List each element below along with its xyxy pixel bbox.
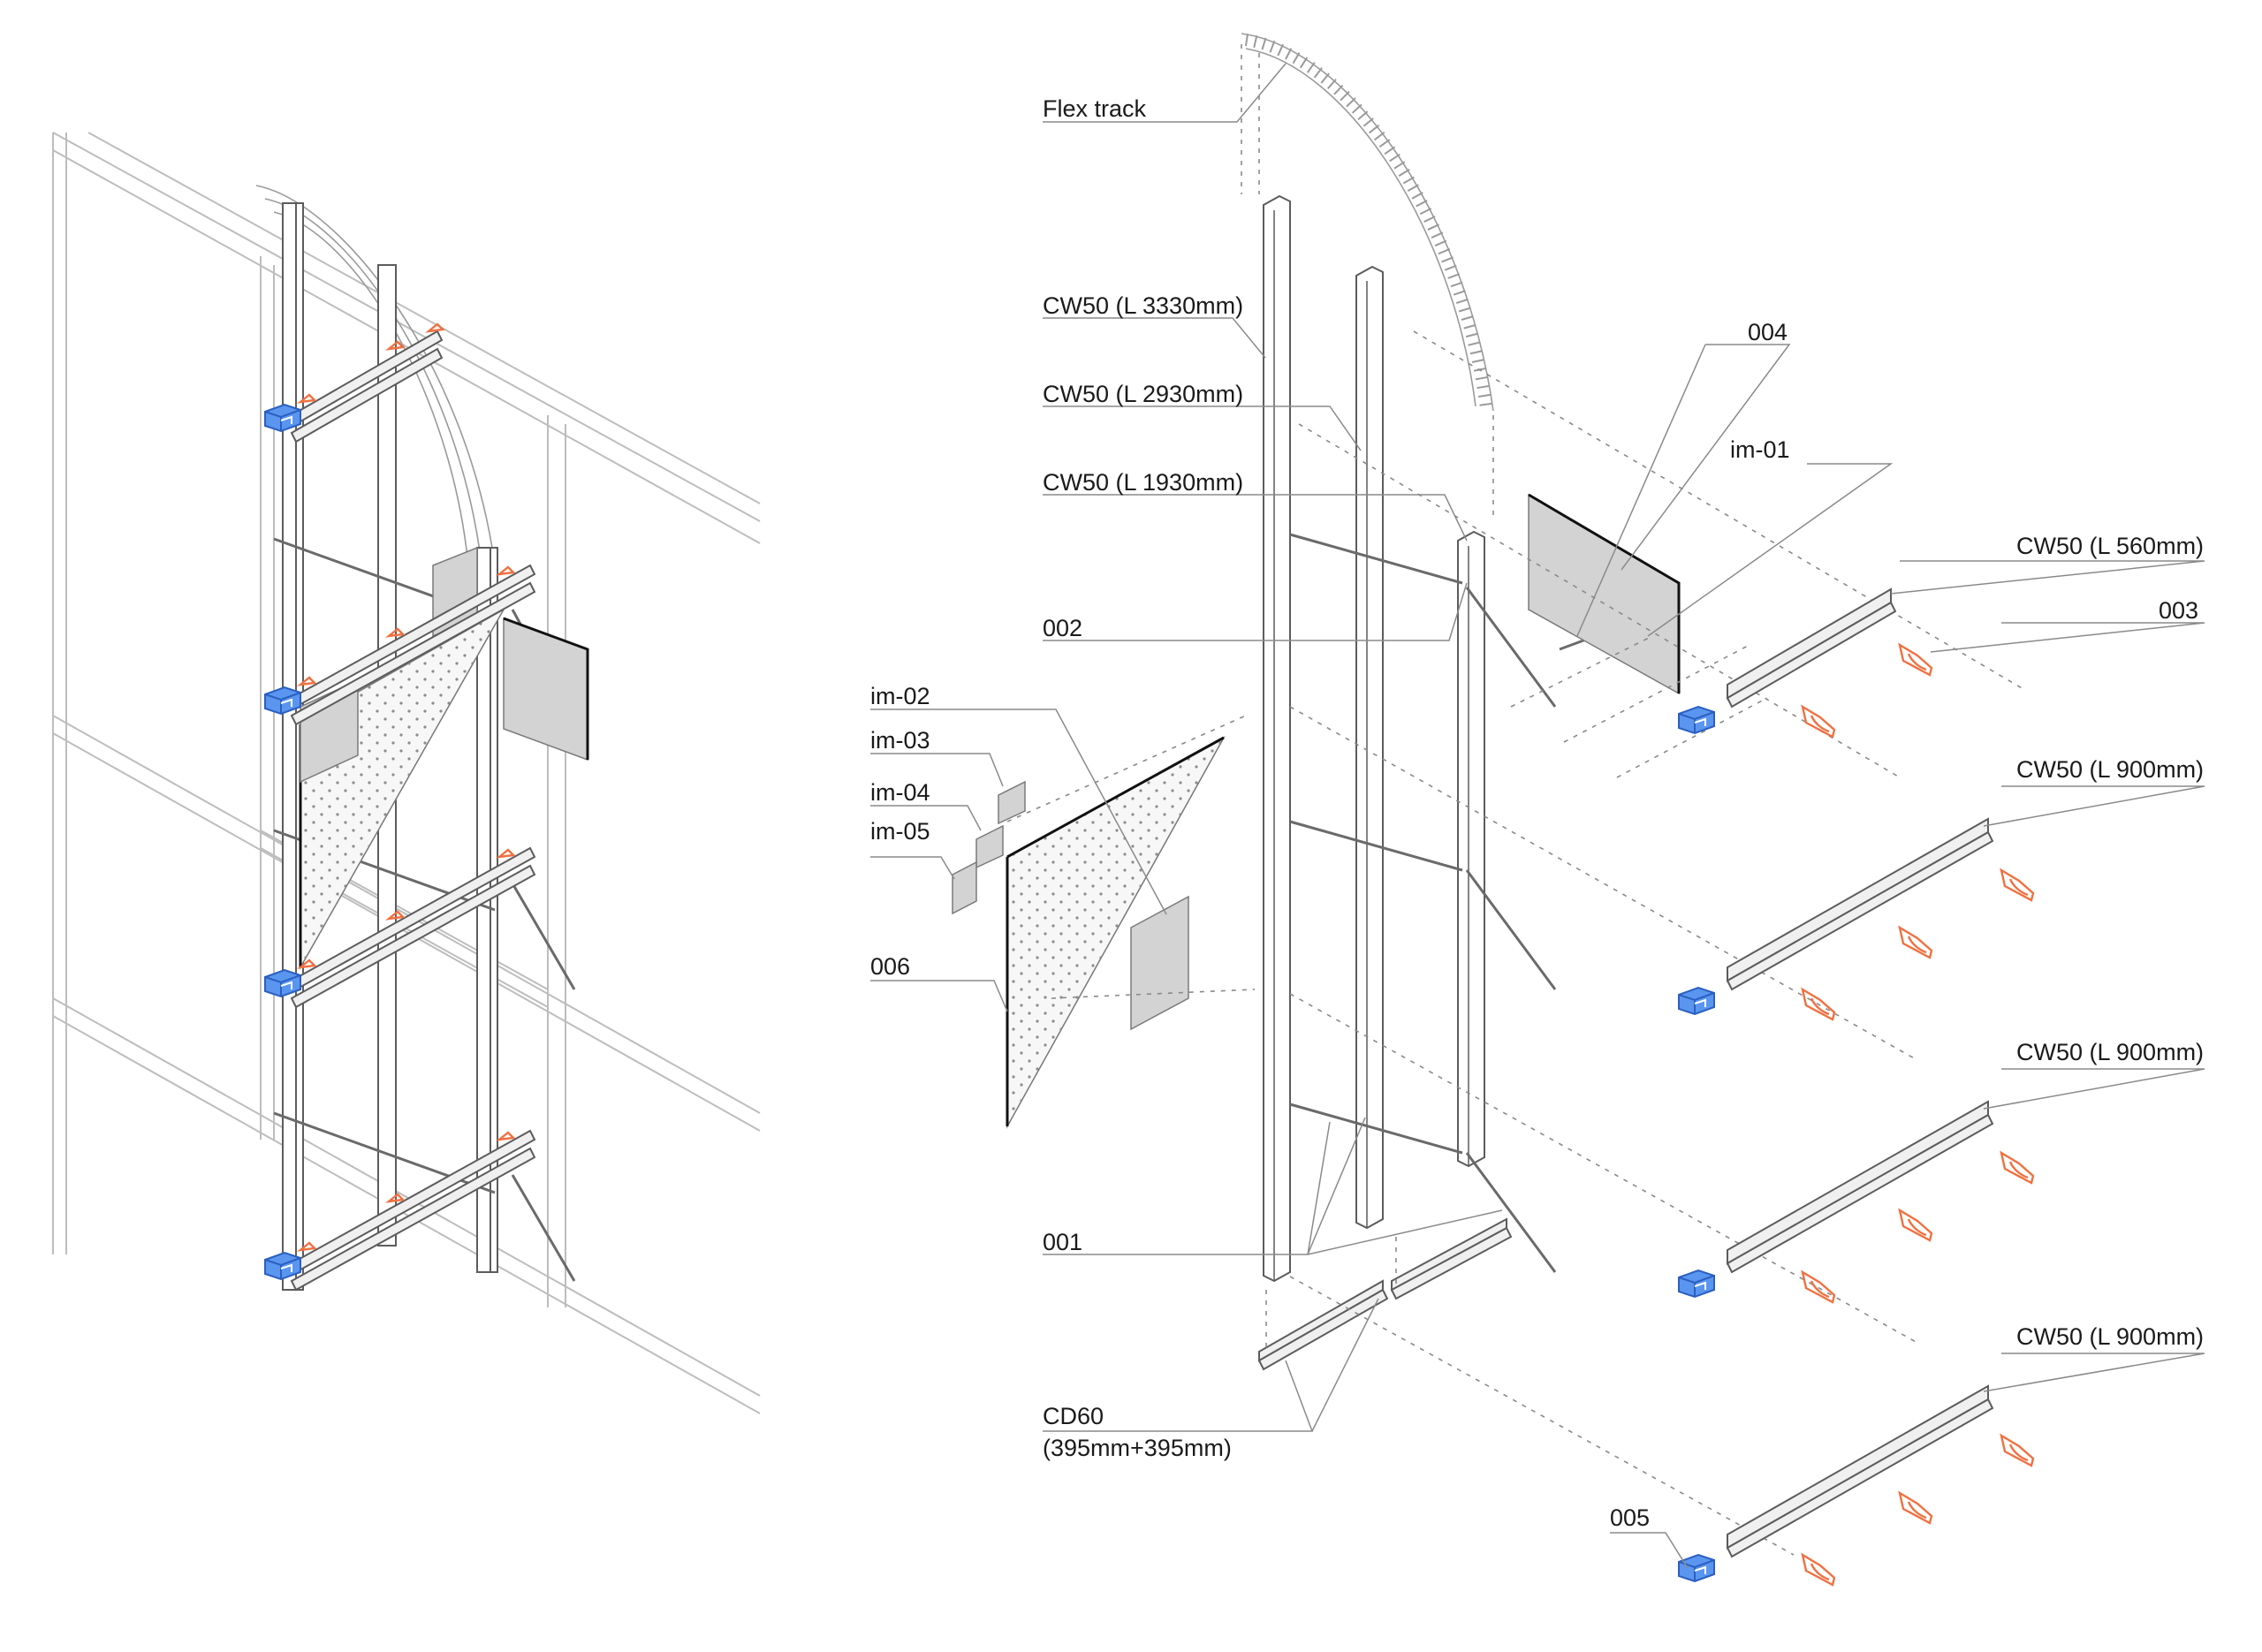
- label-006: 006: [870, 953, 910, 980]
- panel-006: [1006, 736, 1226, 1129]
- label-im-03: im-03: [870, 727, 930, 754]
- rods: [1289, 533, 1591, 1273]
- label-cd60: CD60: [1043, 1403, 1104, 1429]
- label-001: 001: [1043, 1229, 1082, 1255]
- left-orange-clips: [296, 322, 516, 1252]
- blue-connectors: [1678, 706, 1715, 1582]
- label-flex-track: Flex track: [1043, 95, 1147, 122]
- label-cw50-900-b: CW50 (L 900mm): [2016, 1039, 2204, 1065]
- exploded-view: Flex track CW50 (L 3330mm) CW50 (L 2930m…: [870, 33, 2205, 1587]
- label-cw50-2930: CW50 (L 2930mm): [1043, 381, 1243, 407]
- small-plates: [952, 780, 1026, 915]
- label-im-01: im-01: [1730, 436, 1790, 463]
- stud-3330: [1263, 194, 1291, 1283]
- rail-900-b: [1726, 1100, 1994, 1274]
- rail-900-a: [1726, 817, 1994, 991]
- label-003: 003: [2159, 597, 2198, 624]
- stud-2930: [1355, 265, 1384, 1230]
- flex-track: [1241, 33, 1494, 521]
- label-cd60-dims: (395mm+395mm): [1043, 1435, 1232, 1461]
- label-cw50-900-c: CW50 (L 900mm): [2016, 1323, 2204, 1350]
- leader-lines: [870, 63, 2205, 1569]
- label-005: 005: [1610, 1504, 1650, 1531]
- label-im-02: im-02: [870, 683, 930, 709]
- label-cw50-900-a: CW50 (L 900mm): [2016, 756, 2204, 783]
- assembled-view: [52, 132, 761, 1414]
- label-im-04: im-04: [870, 779, 930, 806]
- label-cw50-3330: CW50 (L 3330mm): [1043, 292, 1243, 319]
- explosion-lines: [1006, 330, 2024, 1556]
- left-back-plate: [503, 617, 588, 762]
- plate-im-01: [1528, 493, 1681, 695]
- label-002: 002: [1043, 615, 1082, 641]
- rail-560: [1726, 587, 1897, 709]
- labels: Flex track CW50 (L 3330mm) CW50 (L 2930m…: [870, 95, 2204, 1531]
- label-cw50-560: CW50 (L 560mm): [2016, 533, 2204, 559]
- rail-900-c: [1726, 1384, 1994, 1558]
- label-cw50-1930: CW50 (L 1930mm): [1043, 469, 1243, 496]
- cd60-channels: [1257, 1217, 1513, 1371]
- label-004: 004: [1748, 319, 1788, 345]
- plate-im-02: [1130, 895, 1189, 1031]
- label-im-05: im-05: [870, 818, 930, 845]
- stud-1930: [1457, 530, 1485, 1168]
